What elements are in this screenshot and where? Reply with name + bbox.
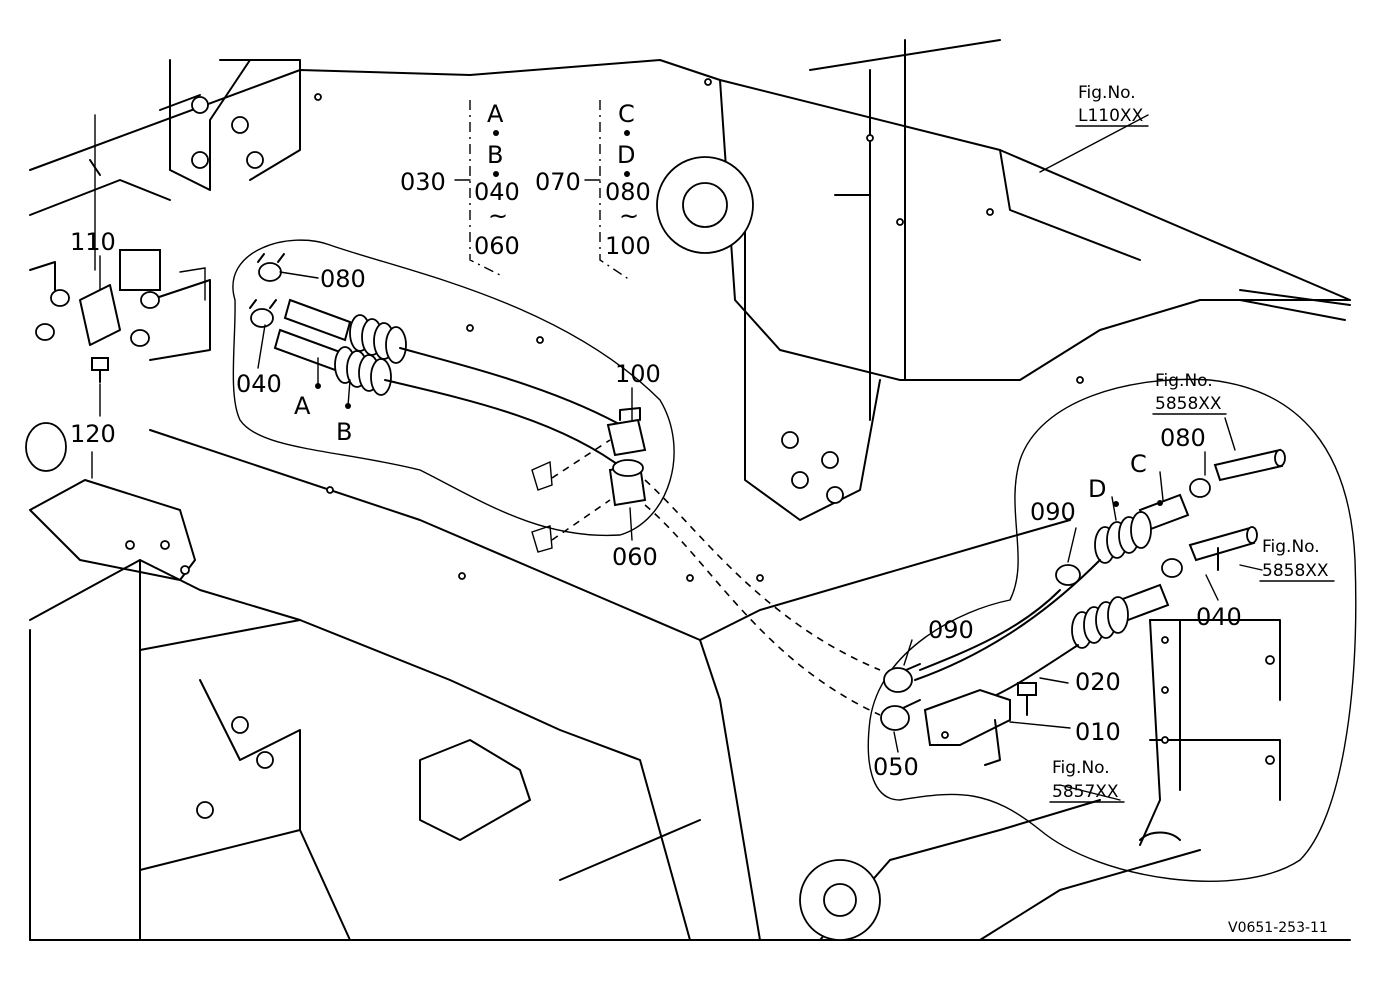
label-080-bracket: 080 [605, 178, 651, 206]
hose-c-icon [1094, 493, 1190, 564]
fig-ref-5858-mid-caption: Fig.No. [1262, 537, 1320, 557]
label-hose-d: D [1088, 475, 1106, 503]
bolt-020-icon [1017, 682, 1037, 716]
label-bracket-c: C [618, 100, 635, 128]
leader-lines [91, 114, 1263, 801]
label-070: 070 [535, 168, 581, 196]
frame-structure [29, 39, 1351, 941]
fig-ref-5858-mid-number: 5858XX [1262, 561, 1329, 581]
range-symbol-left: ~ [488, 202, 508, 230]
label-020: 020 [1075, 668, 1121, 696]
hose-clamp-080-right-icon [1189, 478, 1211, 498]
hose-clamp-090-upper-icon [1055, 564, 1081, 586]
fig-ref-5857-number: 5857XX [1052, 782, 1119, 802]
label-hose-b: B [336, 418, 352, 446]
hose-clamp-080-left-icon [257, 253, 285, 282]
range-symbol-right: ~ [619, 202, 639, 230]
hose-clamp-050-icon [880, 699, 921, 731]
hose-clamp-040-left-icon [249, 299, 277, 328]
right-detail-outline [867, 378, 1357, 882]
fig-ref-l110-number: L110XX [1078, 106, 1144, 126]
bracket-group-abc [469, 100, 631, 281]
fig-ref-l110-caption: Fig.No. [1078, 83, 1136, 103]
left-detail-outline [232, 239, 675, 537]
label-100-clip: 100 [615, 360, 661, 388]
label-030: 030 [400, 168, 446, 196]
label-090-upper: 090 [1030, 498, 1076, 526]
label-060-clip: 060 [612, 543, 658, 571]
part-labels: 110 120 080 040 A B 100 060 030 A B 040 … [70, 100, 1242, 781]
label-040-right: 040 [1196, 603, 1242, 631]
right-hoses [880, 448, 1286, 846]
label-120: 120 [70, 420, 116, 448]
figure-references: Fig.No. L110XX Fig.No. 5858XX Fig.No. 58… [1049, 83, 1335, 803]
label-hose-a: A [294, 392, 311, 420]
label-050: 050 [873, 753, 919, 781]
label-090-lower: 090 [928, 616, 974, 644]
hose-clamp-090-lower-icon [883, 663, 921, 693]
spring-guard-b [349, 314, 407, 364]
label-hose-c: C [1130, 450, 1147, 478]
label-bracket-b: B [487, 141, 503, 169]
fig-ref-5858-top-number: 5858XX [1155, 394, 1222, 414]
fixing-holes [191, 78, 1275, 819]
drawing-number: V0651-253-11 [1228, 920, 1328, 936]
left-fitting-assembly [25, 114, 211, 581]
hose-a-icon [249, 253, 631, 471]
label-bracket-a: A [487, 100, 504, 128]
fig-ref-5858-top-caption: Fig.No. [1155, 371, 1213, 391]
label-100-bracket: 100 [605, 232, 651, 260]
label-110: 110 [70, 228, 116, 256]
label-bracket-d: D [617, 141, 635, 169]
hose-clamp-040-right-icon [1161, 558, 1183, 578]
label-010: 010 [1075, 718, 1121, 746]
label-080-left: 080 [320, 265, 366, 293]
bracket-010-icon [923, 688, 1011, 766]
clip-100-icon [606, 407, 647, 457]
clip-060-icon [608, 459, 647, 507]
label-080-right: 080 [1160, 424, 1206, 452]
bolt-120-icon [91, 357, 109, 383]
fig-ref-5857-caption: Fig.No. [1052, 758, 1110, 778]
spring-guard-a [334, 346, 392, 396]
hose-d-icon [1071, 583, 1170, 649]
label-040-bracket: 040 [474, 178, 520, 206]
label-060-bracket: 060 [474, 232, 520, 260]
label-040-left: 040 [236, 370, 282, 398]
